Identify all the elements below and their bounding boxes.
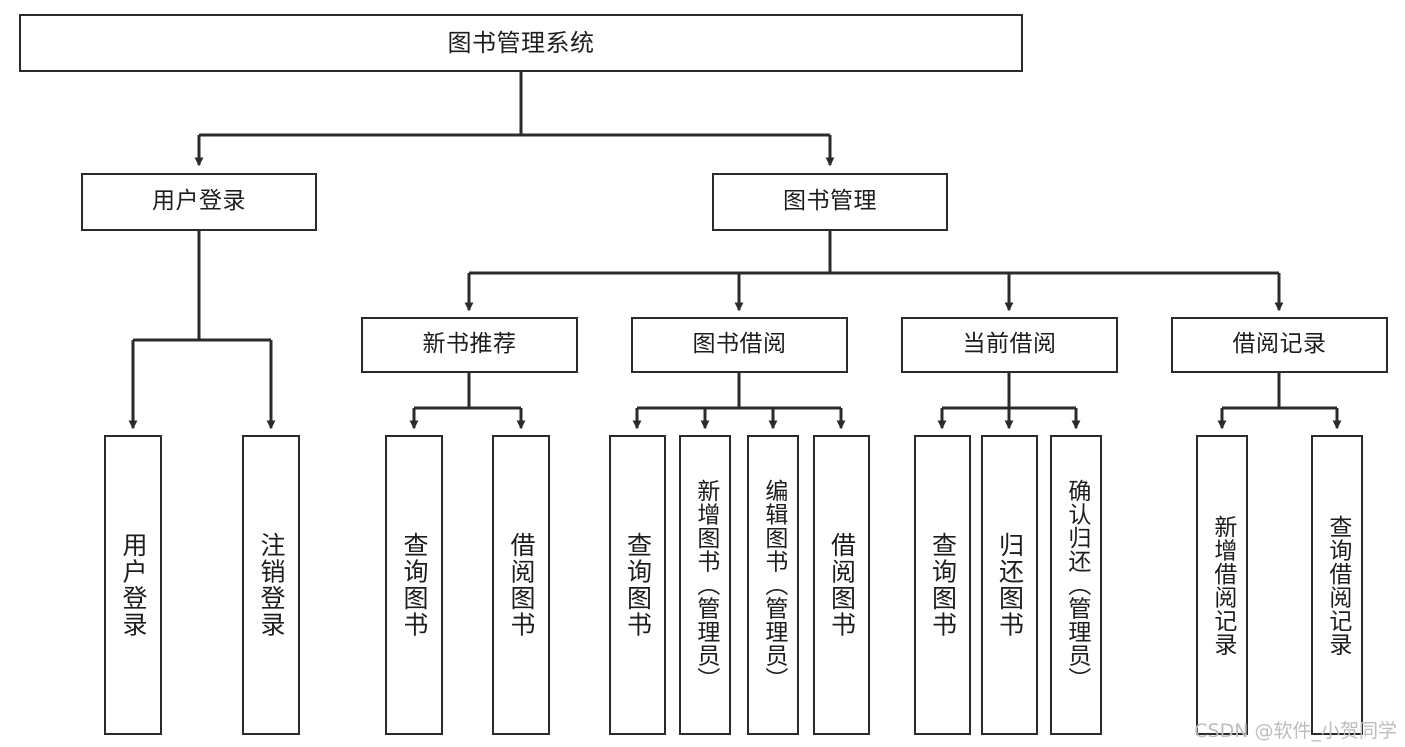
node-user-login[interactable]: 用户登录 bbox=[81, 173, 317, 231]
node-book-manage[interactable]: 图书管理 bbox=[712, 173, 948, 231]
node-book-borrow[interactable]: 图书借阅 bbox=[631, 317, 848, 373]
leaf-node-query-book-recommend[interactable]: 查询图书 bbox=[385, 435, 443, 735]
leaf-node-edit-book-admin[interactable]: 编辑图书（管理员） bbox=[747, 435, 799, 735]
node-new-book-recommend[interactable]: 新书推荐 bbox=[361, 317, 578, 373]
node-label: 查询借阅记录 bbox=[1324, 514, 1351, 656]
leaf-node-return-book[interactable]: 归还图书 bbox=[981, 435, 1038, 735]
node-label: 当前借阅 bbox=[962, 331, 1057, 358]
node-label: 图书管理系统 bbox=[447, 28, 595, 57]
leaf-node-query-book-current[interactable]: 查询图书 bbox=[914, 435, 971, 735]
node-label: 确认归还（管理员） bbox=[1063, 479, 1090, 691]
leaf-node-logout[interactable]: 注销登录 bbox=[242, 435, 300, 735]
node-borrow-record[interactable]: 借阅记录 bbox=[1171, 317, 1388, 373]
watermark-text: CSDN @软件_小贺同学 bbox=[1194, 720, 1397, 742]
leaf-node-user-login[interactable]: 用户登录 bbox=[104, 435, 162, 735]
leaf-node-add-book-admin[interactable]: 新增图书（管理员） bbox=[679, 435, 731, 735]
node-label: 新书推荐 bbox=[422, 331, 517, 358]
node-label: 查询图书 bbox=[623, 532, 653, 638]
node-label: 用户登录 bbox=[152, 188, 246, 215]
node-label: 归还图书 bbox=[995, 532, 1025, 638]
node-label: 图书借阅 bbox=[692, 331, 787, 358]
node-label: 图书管理 bbox=[783, 188, 877, 215]
leaf-node-add-borrow-record[interactable]: 新增借阅记录 bbox=[1196, 435, 1248, 735]
node-label: 借阅记录 bbox=[1232, 331, 1327, 358]
node-label: 新增借阅记录 bbox=[1209, 514, 1236, 656]
node-label: 用户登录 bbox=[119, 532, 148, 638]
leaf-node-confirm-return-admin[interactable]: 确认归还（管理员） bbox=[1050, 435, 1102, 735]
node-label: 新增图书（管理员） bbox=[692, 479, 719, 691]
node-label: 查询图书 bbox=[400, 532, 429, 638]
node-label: 编辑图书（管理员） bbox=[760, 479, 787, 691]
node-label: 注销登录 bbox=[257, 532, 286, 638]
leaf-node-borrow-book-recommend[interactable]: 借阅图书 bbox=[492, 435, 550, 735]
node-label: 查询图书 bbox=[928, 532, 958, 638]
node-book-management-system[interactable]: 图书管理系统 bbox=[19, 14, 1023, 72]
leaf-node-query-borrow-record[interactable]: 查询借阅记录 bbox=[1311, 435, 1363, 735]
node-label: 借阅图书 bbox=[827, 532, 857, 638]
leaf-node-query-book-borrow[interactable]: 查询图书 bbox=[609, 435, 666, 735]
leaf-node-borrow-book[interactable]: 借阅图书 bbox=[813, 435, 870, 735]
node-label: 借阅图书 bbox=[507, 532, 536, 638]
node-current-borrow[interactable]: 当前借阅 bbox=[901, 317, 1118, 373]
